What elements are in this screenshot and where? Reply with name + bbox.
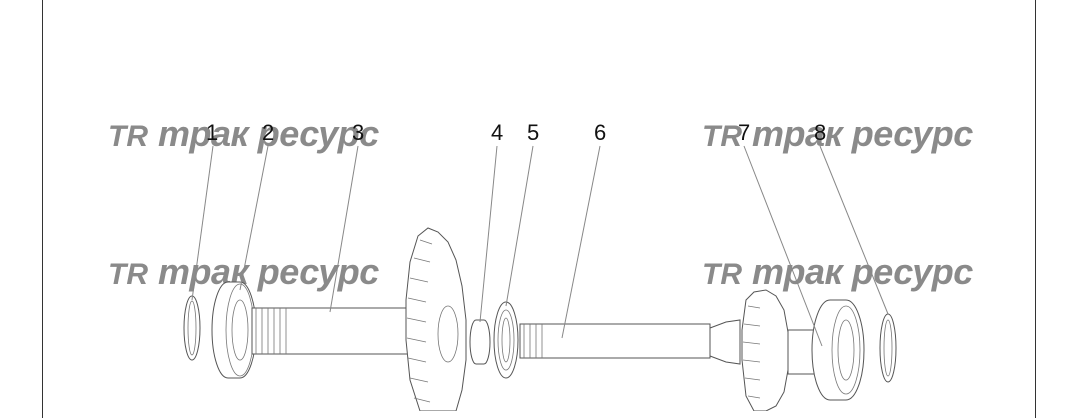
callout-6: 6	[594, 120, 606, 145]
watermark-text: трак ресурс	[158, 251, 379, 292]
part-7-gear-bearing	[741, 289, 865, 411]
callout-4: 4	[491, 120, 503, 145]
watermark-mid-left: TR трак ресурс	[108, 251, 380, 292]
tr-logo-icon: TR	[702, 258, 742, 291]
leader-lines	[191, 145, 889, 347]
part-2-bearing	[211, 281, 257, 379]
part-8-snap-ring	[879, 313, 897, 383]
part-5-splined-ring	[493, 301, 519, 379]
callout-1: 1	[206, 120, 218, 145]
part-6-output-shaft	[519, 319, 741, 365]
watermark-top-left: TR трак ресурс	[108, 113, 380, 154]
watermark-mid-right: TR трак ресурс	[702, 251, 974, 292]
part-1-snap-ring	[183, 295, 201, 361]
callout-5: 5	[527, 120, 539, 145]
watermark-text: трак ресурс	[752, 251, 973, 292]
callout-3: 3	[352, 120, 364, 145]
callouts: 1 2 3 4 5 6 7 8	[206, 120, 826, 145]
watermark-text: трак ресурс	[158, 113, 379, 154]
tr-logo-icon: TR	[108, 258, 148, 291]
callout-8: 8	[814, 120, 826, 145]
watermark-top-right: TR трак ресурс	[702, 113, 974, 154]
tr-logo-icon: TR	[702, 120, 742, 153]
part-3-shaft-gear	[251, 227, 467, 411]
watermark-text: трак ресурс	[752, 113, 973, 154]
callout-7: 7	[738, 120, 750, 145]
part-4-washer	[469, 319, 491, 365]
drawing-frame	[42, 0, 1036, 418]
callout-2: 2	[262, 120, 274, 145]
tr-logo-icon: TR	[108, 120, 148, 153]
